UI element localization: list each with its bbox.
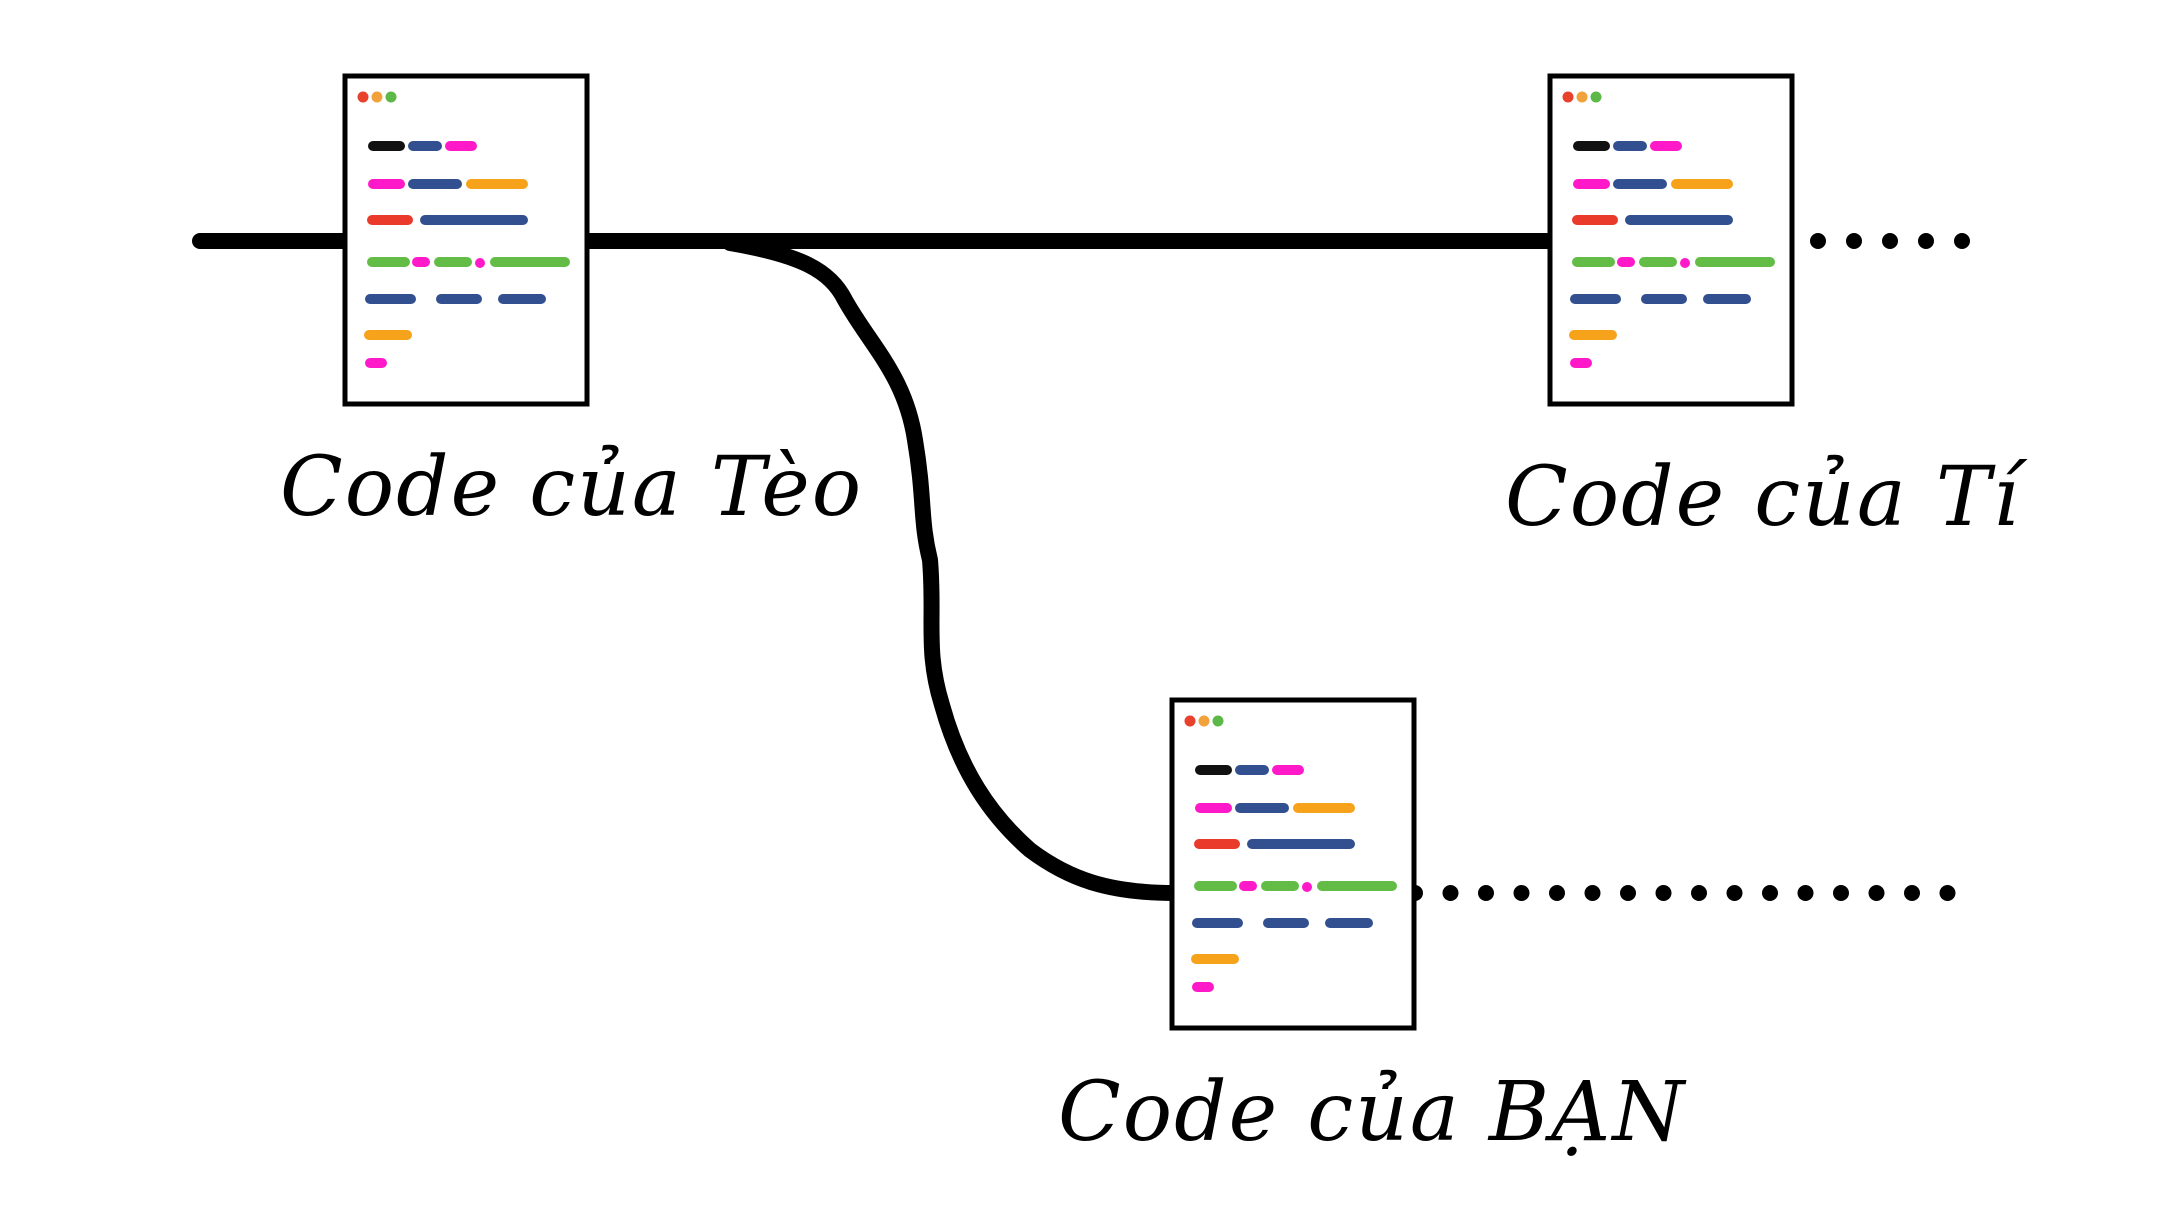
window-control-dot [1198,715,1210,727]
commit-card-teo[interactable] [342,73,590,407]
window-control-dot [1590,91,1602,103]
continuation-dot [1882,233,1898,249]
continuation-dot [1442,885,1459,901]
label-code-cua-teo: Code của Tèo [280,440,863,535]
window-control-dot [385,91,397,103]
code-dot [475,258,485,268]
code-dot [1680,258,1690,268]
continuation-dot [1868,885,1885,901]
main-branch-continuation-dots [1810,233,1970,249]
file-window-frame [1547,73,1795,407]
continuation-dot [1762,885,1778,901]
continuation-dot [1478,885,1494,901]
commit-card-ban[interactable] [1169,697,1417,1031]
code-dot [1302,882,1312,892]
window-control-dot [1576,91,1588,103]
window-control-dot [1184,715,1196,727]
continuation-dot [1954,233,1970,249]
continuation-dot [1584,885,1601,901]
window-control-dot [357,91,369,103]
commit-card-ti[interactable] [1547,73,1795,407]
continuation-dot [1846,233,1862,249]
continuation-dot [1810,233,1826,249]
continuation-dot [1918,233,1934,249]
continuation-dot [1655,885,1672,901]
window-control-dot [1212,715,1224,727]
continuation-dot [1833,885,1849,901]
file-window-frame [342,73,590,407]
file-window-frame [1169,697,1417,1031]
continuation-dot [1549,885,1565,901]
fork-branch-continuation-dots [1407,885,1956,901]
continuation-dot [1513,885,1530,901]
window-control-dot [1562,91,1574,103]
continuation-dot [1797,885,1814,901]
continuation-dot [1726,885,1743,901]
continuation-dot [1691,885,1707,901]
continuation-dot [1904,885,1920,901]
label-code-cua-ti: Code của Tí [1505,450,2028,545]
fork-branch-line [722,235,1183,901]
label-code-cua-ban: Code của BẠN [1058,1065,1687,1160]
continuation-dot [1939,885,1956,901]
window-control-dot [371,91,383,103]
continuation-dot [1620,885,1636,901]
